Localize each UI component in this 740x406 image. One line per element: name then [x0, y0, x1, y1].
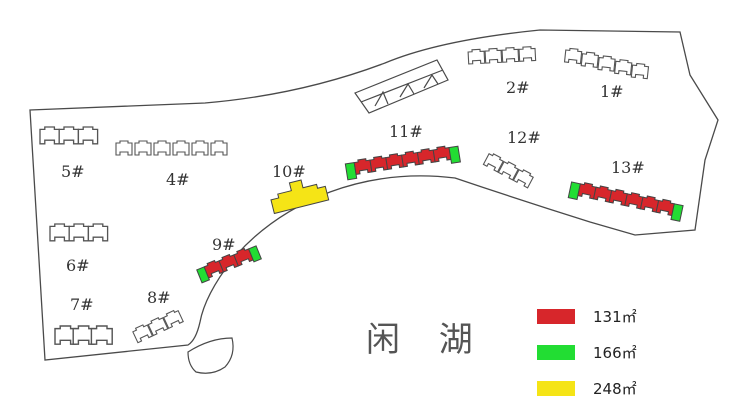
building-label-4: 4# — [166, 170, 190, 189]
building-4[interactable] — [115, 140, 228, 156]
legend-item-248: 248㎡ — [537, 370, 637, 406]
building-label-13: 13# — [611, 158, 645, 177]
building-label-8: 8# — [147, 288, 171, 307]
building-10[interactable] — [268, 175, 330, 215]
building-label-11: 11# — [389, 122, 423, 141]
building-12[interactable] — [482, 151, 535, 189]
building-label-1: 1# — [600, 82, 624, 101]
building-13[interactable] — [567, 180, 684, 222]
legend-item-131: 131㎡ — [537, 298, 637, 334]
legend-swatch-yellow — [537, 380, 575, 396]
building-label-12: 12# — [507, 128, 541, 147]
site-boundary — [29, 29, 719, 361]
building-8[interactable] — [131, 308, 184, 344]
legend-item-166: 166㎡ — [537, 334, 637, 370]
legend: 131㎡ 166㎡ 248㎡ — [537, 298, 637, 406]
building-label-6: 6# — [66, 256, 90, 275]
pavilion-outline — [187, 337, 234, 374]
building-label-10: 10# — [272, 162, 306, 181]
building-6[interactable] — [49, 223, 109, 242]
building-label-7: 7# — [70, 295, 94, 314]
building-label-5: 5# — [61, 162, 85, 181]
building-1[interactable] — [563, 47, 650, 80]
legend-swatch-green — [537, 344, 575, 360]
legend-swatch-red — [537, 308, 575, 324]
building-9[interactable] — [196, 244, 262, 284]
building-7[interactable] — [54, 325, 113, 345]
legend-label: 166㎡ — [593, 343, 637, 362]
building-11[interactable] — [344, 144, 461, 181]
building-2[interactable] — [467, 45, 537, 65]
building-5[interactable] — [39, 126, 99, 145]
building-label-2: 2# — [506, 78, 530, 97]
lake-label: 闲 湖 — [366, 320, 487, 360]
legend-label: 248㎡ — [593, 379, 637, 398]
roof-structure — [354, 59, 449, 114]
legend-label: 131㎡ — [593, 307, 637, 326]
building-label-9: 9# — [212, 235, 236, 254]
